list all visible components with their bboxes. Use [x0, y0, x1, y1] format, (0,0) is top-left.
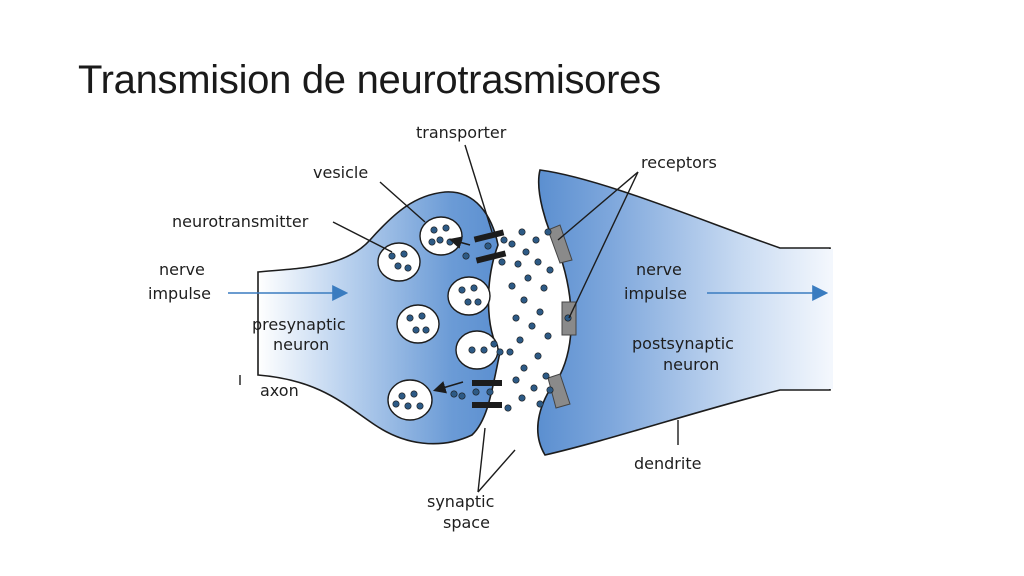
neurotransmitter-dot [528, 322, 536, 330]
neurotransmitter-dot [480, 346, 488, 354]
label-dendrite: dendrite [634, 454, 701, 473]
label-axon: axon [260, 381, 299, 400]
vesicle-5 [455, 330, 499, 370]
neurotransmitter-dot [530, 384, 538, 392]
neurotransmitter-dot [508, 240, 516, 248]
neurotransmitter-dot [430, 226, 438, 234]
neurotransmitter-dot [418, 312, 426, 320]
label-synaptic: synaptic [427, 492, 494, 511]
neurotransmitter-dot [406, 314, 414, 322]
neurotransmitter-dot [470, 284, 478, 292]
neurotransmitter-dot [508, 282, 516, 290]
vesicle-2 [377, 242, 421, 282]
neurotransmitter-dot [546, 266, 554, 274]
label-postsynaptic: postsynaptic [632, 334, 734, 353]
vesicle-1 [419, 216, 463, 256]
label-nerve-right: nerve [636, 260, 682, 279]
label-neurotransmitter: neurotransmitter [172, 212, 309, 231]
vesicle-3 [447, 276, 491, 316]
label-presynaptic-neuron: neuron [273, 335, 329, 354]
neurotransmitter-dot [518, 228, 526, 236]
neurotransmitter-dot [486, 388, 494, 396]
label-postsynaptic-neuron: neuron [663, 355, 719, 374]
neurotransmitter-dot [546, 386, 554, 394]
neurotransmitter-dot [512, 376, 520, 384]
neurotransmitter-dot [506, 348, 514, 356]
neurotransmitter-dot [536, 308, 544, 316]
neurotransmitter-dot [428, 238, 436, 246]
neurotransmitter-dot [422, 326, 430, 334]
neurotransmitter-dot [410, 390, 418, 398]
transporters [472, 229, 507, 408]
label-presynaptic: presynaptic [252, 315, 346, 334]
neurotransmitter-dot [518, 394, 526, 402]
neurotransmitter-dot [404, 264, 412, 272]
neurotransmitter-dot [484, 242, 492, 250]
neurotransmitter-dot [394, 262, 402, 270]
neurotransmitter-dot [534, 258, 542, 266]
neurotransmitter-dot [544, 228, 552, 236]
neurotransmitter-dot [496, 348, 504, 356]
label-nerve-left: nerve [159, 260, 205, 279]
neurotransmitter-dot [512, 314, 520, 322]
neurotransmitter-dot [516, 336, 524, 344]
slide-title: Transmision de neurotrasmisores [78, 58, 661, 102]
neurotransmitter-dot [542, 372, 550, 380]
label-receptors: receptors [641, 153, 717, 172]
label-impulse-right: impulse [624, 284, 687, 303]
vesicle-6 [387, 379, 433, 421]
neurotransmitter-dot [458, 286, 466, 294]
neurotransmitter-dot [464, 298, 472, 306]
receptor-top [547, 224, 573, 264]
label-vesicle: vesicle [313, 163, 368, 182]
neurotransmitter-dot [514, 260, 522, 268]
neurotransmitter-dots [388, 224, 572, 412]
neurotransmitter-dot [412, 326, 420, 334]
neurotransmitter-dot [498, 258, 506, 266]
neurotransmitter-dot [536, 400, 544, 408]
receptor-bottom [547, 373, 571, 409]
neurotransmitter-dot [450, 390, 458, 398]
neurotransmitter-dot [462, 252, 470, 260]
neurotransmitter-dot [504, 404, 512, 412]
neurotransmitter-dot [404, 402, 412, 410]
label-impulse-left: impulse [148, 284, 211, 303]
label-transporter: transporter [416, 123, 507, 142]
neurotransmitter-dot [468, 346, 476, 354]
neurotransmitter-dot [490, 340, 498, 348]
postsynaptic-neuron-shape [537, 169, 831, 456]
neurotransmitter-dot [388, 252, 396, 260]
neurotransmitter-dot [436, 236, 444, 244]
neurotransmitter-dot [534, 352, 542, 360]
neurotransmitter-dot [544, 332, 552, 340]
neurotransmitter-dot [472, 388, 480, 396]
label-space: space [443, 513, 490, 532]
vesicle-4 [396, 304, 440, 344]
neurotransmitter-dot [532, 236, 540, 244]
leader-lines [239, 144, 679, 493]
reuptake-arrow-bottom [432, 381, 464, 394]
neurotransmitter-dot [392, 400, 400, 408]
reuptake-arrow-top [448, 236, 471, 249]
neurotransmitter-dot [474, 298, 482, 306]
neurotransmitter-dot [398, 392, 406, 400]
neurotransmitter-dot [540, 284, 548, 292]
neurotransmitter-dot [524, 274, 532, 282]
neurotransmitter-dot [458, 392, 466, 400]
neurotransmitter-dot [442, 224, 450, 232]
neurotransmitter-dot [500, 236, 508, 244]
neurotransmitter-dot [400, 250, 408, 258]
neurotransmitter-dot [520, 364, 528, 372]
neurotransmitter-dot [522, 248, 530, 256]
neurotransmitter-dot [416, 402, 424, 410]
neurotransmitter-dot [520, 296, 528, 304]
